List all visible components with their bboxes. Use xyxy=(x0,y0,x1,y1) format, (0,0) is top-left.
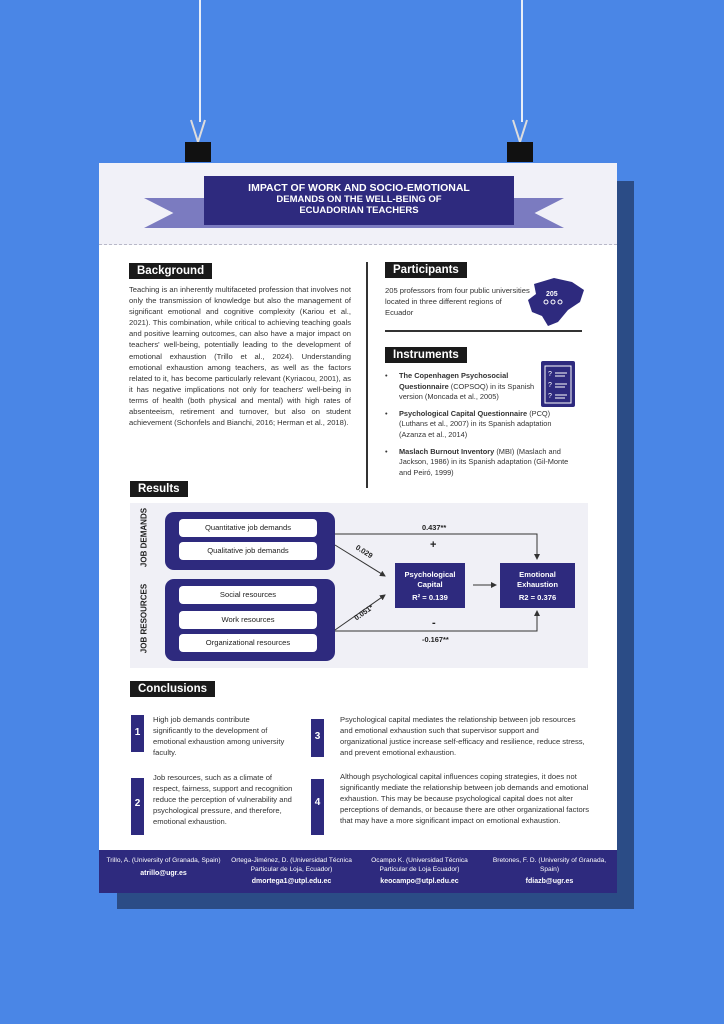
author: Trillo, A. (University of Granada, Spain… xyxy=(106,857,221,877)
hanging-wire-left xyxy=(199,0,201,122)
svg-text:?: ? xyxy=(548,393,552,400)
poster-header: IMPACT OF WORK AND SOCIO-EMOTIONAL DEMAN… xyxy=(99,163,617,245)
conclusion-number: 3 xyxy=(311,719,324,757)
hanging-wire-right xyxy=(521,0,523,122)
section-divider xyxy=(385,330,582,332)
conclusions-heading: Conclusions xyxy=(130,681,216,697)
participants-heading: Participants xyxy=(385,262,467,278)
participants-text: 205 professors from four public universi… xyxy=(385,286,530,318)
background-text: Teaching is an inherently multifaceted p… xyxy=(129,285,351,428)
binder-clip-icon xyxy=(185,119,211,162)
author: Ortega-Jiménez, D. (Universidad Técnica … xyxy=(231,857,352,885)
organizational-resources: Organizational resources xyxy=(179,634,317,652)
social-resources: Social resources xyxy=(179,586,317,604)
ecuador-map-icon: 205 xyxy=(528,278,584,326)
binder-clip-icon xyxy=(507,119,533,162)
conclusion-text: Job resources, such as a climate of resp… xyxy=(153,773,293,827)
instrument-item: The Copenhagen Psychosocial Questionnair… xyxy=(385,371,535,403)
coef-demands-exhaustion: 0.437** xyxy=(422,523,447,532)
instruments-heading: Instruments xyxy=(385,347,467,363)
conclusion-text: Psychological capital mediates the relat… xyxy=(340,715,585,758)
poster-title: IMPACT OF WORK AND SOCIO-EMOTIONAL DEMAN… xyxy=(204,176,514,225)
conclusion-number: 4 xyxy=(311,779,324,835)
author: Bretones, F. D. (University of Granada, … xyxy=(492,857,607,885)
positive-sign: + xyxy=(430,539,437,551)
background-heading: Background xyxy=(129,263,213,279)
conclusion-number: 2 xyxy=(131,778,144,835)
conclusion-number: 1 xyxy=(131,715,144,752)
conclusion-text: High job demands contribute significantl… xyxy=(153,715,285,758)
work-resources: Work resources xyxy=(179,611,317,629)
path-arrows xyxy=(334,533,540,632)
qualitative-demands: Qualitative job demands xyxy=(179,542,317,560)
negative-sign: - xyxy=(432,617,436,629)
poster: IMPACT OF WORK AND SOCIO-EMOTIONAL DEMAN… xyxy=(99,163,617,893)
results-diagram: JOB DEMANDS JOB RESOURCES Quantitative j… xyxy=(130,503,588,668)
questionnaire-clipboard-icon: ??? xyxy=(541,361,575,407)
authors-footer: Trillo, A. (University of Granada, Spain… xyxy=(99,850,617,893)
svg-text:?: ? xyxy=(548,371,552,378)
instrument-item: Maslach Burnout Inventory (MBI) (Maslach… xyxy=(385,447,580,479)
results-heading: Results xyxy=(130,481,188,497)
quantitative-demands: Quantitative job demands xyxy=(179,519,317,537)
instrument-item: Psychological Capital Questionnaire (PCQ… xyxy=(385,409,580,441)
svg-text:?: ? xyxy=(548,382,552,389)
coef-resources-exhaustion: -0.167** xyxy=(422,635,449,644)
conclusion-text: Although psychological capital influence… xyxy=(340,772,590,826)
column-divider xyxy=(366,262,368,488)
instruments-list: The Copenhagen Psychosocial Questionnair… xyxy=(385,371,580,484)
svg-text:205: 205 xyxy=(546,291,558,298)
author: Ocampo K. (Universidad Técnica Particula… xyxy=(371,857,468,885)
